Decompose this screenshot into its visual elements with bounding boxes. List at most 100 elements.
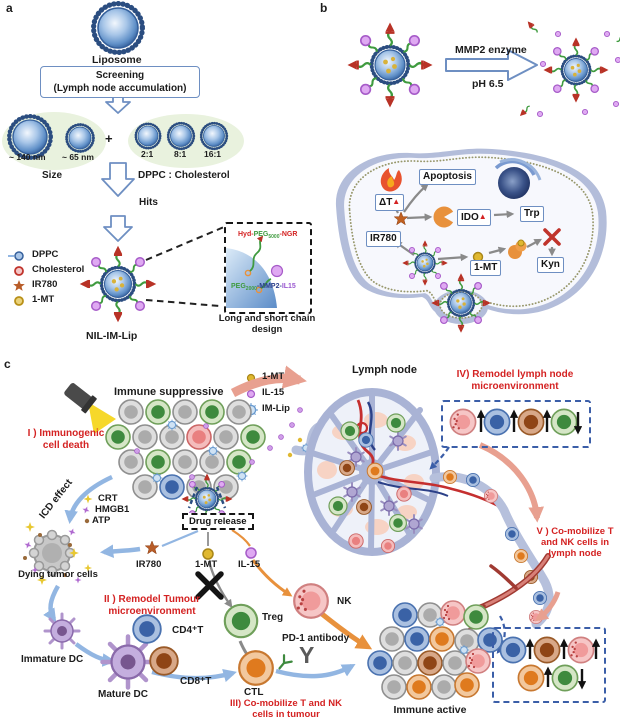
- liposome-before-icon: [350, 25, 430, 105]
- ir780-star-icon: [144, 540, 160, 555]
- legend-1mt-label: 1-MT: [32, 294, 55, 305]
- ratio-3-label: 16:1: [204, 149, 222, 159]
- legend-1mt-label: 1-MT: [262, 371, 285, 382]
- ido-enzyme-icon: [433, 206, 454, 228]
- lymph-node: [304, 388, 503, 556]
- ctl-label: CTL: [244, 687, 264, 698]
- plus-sign: +: [105, 131, 113, 146]
- liposome-label: Liposome: [92, 54, 142, 66]
- v-box: [492, 627, 606, 703]
- entering-liposome-icon: [433, 275, 489, 331]
- il15-dot-icon: [246, 389, 256, 399]
- released-il15-dots: [536, 30, 620, 118]
- dying-cells-label: Dying tumor cells: [18, 569, 98, 580]
- blocked-x-icon: [543, 228, 561, 246]
- inset-box: [224, 222, 312, 314]
- antibody-y-icon: [278, 654, 293, 670]
- nucleus-icon: [498, 167, 530, 199]
- flow-arrows-salmon: [230, 365, 561, 622]
- cd8-t-cell: [149, 646, 179, 676]
- inset-connector-lines: [145, 226, 225, 307]
- panel-a-label: a: [6, 1, 13, 15]
- mature-dc-icon: [103, 637, 154, 688]
- ratio-1-label: 2:1: [141, 149, 154, 159]
- size-caption: Size: [42, 170, 63, 181]
- legend-ir780-label: IR780: [32, 279, 58, 290]
- cd4-t-cell: [132, 614, 162, 644]
- ctl-cell: [238, 650, 274, 686]
- immature-dc-icon: [43, 612, 81, 650]
- immune-active-cluster: [367, 600, 503, 700]
- trp-box: Trp: [520, 206, 544, 222]
- apoptosis-box: Apoptosis: [419, 169, 476, 185]
- immature-dc-label: Immature DC: [21, 654, 84, 665]
- ir780-star-icon: [13, 280, 25, 291]
- inset-graphics: [226, 235, 284, 308]
- liposome-icon: [94, 4, 143, 53]
- tumor-title: Immune suppressive: [114, 386, 224, 398]
- cd4-label: CD4⁺T: [172, 625, 204, 636]
- atp-label: ATP: [92, 515, 111, 526]
- one-mt-dot-icon: [202, 548, 214, 560]
- down-arrow-icon: [101, 162, 135, 197]
- screening-line2: (Lymph node accumulation): [53, 83, 187, 94]
- tumor-cluster: [105, 399, 266, 500]
- il15-ball-icon: [270, 264, 284, 278]
- legend-icons: [8, 251, 25, 306]
- screening-line1: Screening: [95, 70, 145, 81]
- cd8-label: CD8⁺T: [180, 676, 212, 687]
- mmp2-enzyme-label: MMP2 enzyme: [455, 44, 527, 56]
- panel-b-graphics: [335, 21, 620, 331]
- product-label: NIL-IM-Lip: [86, 330, 138, 342]
- hits-label: Hits: [139, 197, 158, 208]
- panel-a-graphics: [2, 4, 284, 320]
- panel-c-label: c: [4, 357, 11, 371]
- tumor-cell: [335, 148, 607, 331]
- chain2-label: PEG2000-MMP2-IL15: [231, 283, 296, 292]
- legend-cholesterol-label: Cholesterol: [32, 264, 85, 275]
- size-small-label: ~ 65 nm: [62, 152, 94, 162]
- dying-tumor-cell: [23, 522, 92, 585]
- ratio-caption: DPPC : Cholesterol: [138, 170, 230, 181]
- enzyme-bound-icon: [508, 239, 527, 259]
- reaction-arrow-icon: [445, 49, 538, 81]
- ratio-2-label: 8:1: [174, 149, 187, 159]
- mature-dc-label: Mature DC: [98, 689, 149, 700]
- pd1-y-icon: Y: [299, 642, 315, 668]
- dppc-icon: [14, 251, 24, 261]
- v-box-cells: [499, 636, 601, 692]
- panel-c-graphics: [23, 365, 601, 700]
- screening-box: Screening (Lymph node accumulation): [40, 66, 200, 98]
- iv-box-cells: [449, 408, 583, 436]
- released-il15-label: IL-15: [238, 559, 261, 570]
- one-mt-box: 1-MT: [470, 260, 502, 276]
- kyn-box: Kyn: [537, 257, 564, 273]
- iv-box-connector: [429, 446, 450, 470]
- legend-il15-label: IL-15: [262, 387, 285, 398]
- inset-caption: Long and short chain design: [218, 313, 316, 335]
- nk-cell: [293, 583, 329, 619]
- legend-imlip-label: IM-Lip: [262, 403, 290, 414]
- treg-label: Treg: [262, 612, 284, 623]
- iv-box: [441, 400, 591, 448]
- panel-b-label: b: [320, 1, 328, 15]
- laser-flashlight-icon: [64, 383, 116, 434]
- down-arrow-icon: [105, 96, 131, 114]
- block-x-icon: [195, 571, 224, 600]
- nk-label: NK: [337, 596, 352, 607]
- cholesterol-icon: [14, 266, 24, 276]
- nil-im-lip-icon: [82, 248, 154, 320]
- up-arrow-icon: ▲: [478, 212, 487, 221]
- chain1-label: Hyd-PEG5000-NGR: [238, 231, 298, 240]
- released-ir780-label: IR780: [136, 559, 162, 570]
- hmgb1-label: HMGB1: [95, 504, 130, 515]
- crt-label: CRT: [98, 493, 118, 504]
- internal-liposome-icon: [404, 242, 446, 284]
- liposome-after-icon: [546, 40, 607, 101]
- flame-icon: [380, 168, 402, 192]
